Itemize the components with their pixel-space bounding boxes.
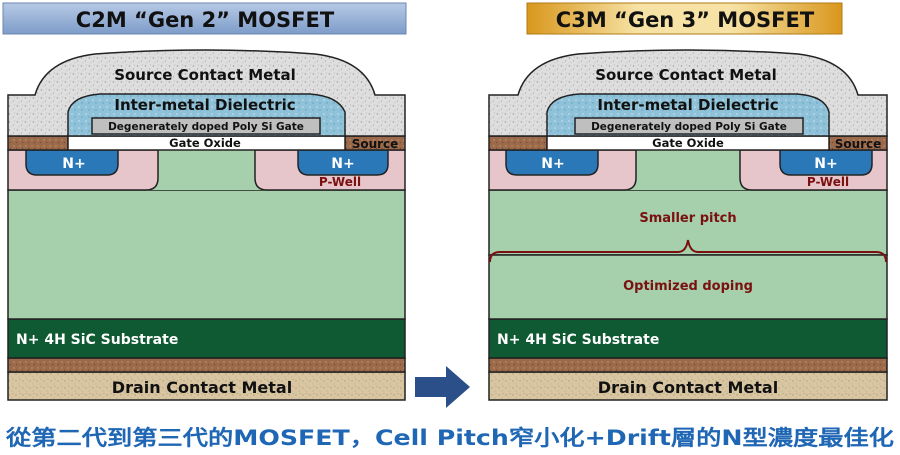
gen3-source-strip-left xyxy=(488,135,548,151)
smaller-pitch-brace xyxy=(489,239,887,263)
caption: 從第二代到第三代的MOSFET，Cell Pitch窄小化+Drift層的N型濃… xyxy=(5,426,894,450)
gen2-nplus-left xyxy=(25,149,119,176)
gen3-drift-optimized xyxy=(488,254,888,320)
gen2-source-strip-left xyxy=(7,135,69,151)
gen2-gate-oxide-label: Gate Oxide xyxy=(169,136,241,150)
gen2-pwell-label: P-Well xyxy=(319,175,361,189)
gen3-source-label: Source xyxy=(835,137,882,151)
gen3-pwell-label: P-Well xyxy=(807,175,849,189)
gen2-nplus-right xyxy=(297,149,389,176)
gen3-backside-layer xyxy=(488,357,888,373)
gen2-nplus-right-label: N+ xyxy=(331,156,354,172)
transition-arrow xyxy=(415,366,470,408)
gen3-poly-gate xyxy=(574,117,804,135)
gen2-source-metal-label: Source Contact Metal xyxy=(114,66,296,84)
gen3-substrate xyxy=(488,318,888,359)
gen3-nplus-left xyxy=(505,149,599,176)
gen2-drift-region xyxy=(7,189,406,320)
smaller-pitch-label: Smaller pitch xyxy=(639,211,736,226)
gen2-title: C2M “Gen 2” MOSFET xyxy=(76,8,335,32)
gen3-drain-label: Drain Contact Metal xyxy=(598,378,778,397)
gen3-title: C3M “Gen 3” MOSFET xyxy=(556,8,815,32)
gen3-gate-oxide-label: Gate Oxide xyxy=(652,136,724,150)
gen2-backside-layer xyxy=(7,357,406,373)
gen2-substrate-label: N+ 4H SiC Substrate xyxy=(16,332,178,348)
optimized-doping-label: Optimized doping xyxy=(623,279,753,294)
gen2-drain-label: Drain Contact Metal xyxy=(112,378,292,397)
gen2-source-label: Source xyxy=(352,137,399,151)
gen2-nplus-left-label: N+ xyxy=(62,156,85,172)
gen3-substrate-label: N+ 4H SiC Substrate xyxy=(497,332,659,348)
gen2-poly-gate xyxy=(91,117,321,135)
gen3-panel: C3M “Gen 3” MOSFET Drain Contact Metal N… xyxy=(488,2,888,401)
gen3-title-box xyxy=(526,2,843,35)
gen3-nplus-right xyxy=(779,149,873,176)
gen3-drain-contact-metal xyxy=(488,371,888,401)
gen2-ild-label: Inter-metal Dielectric xyxy=(114,96,295,114)
gen3-poly-gate-label: Degenerately doped Poly Si Gate xyxy=(591,121,787,133)
gen3-source-metal-label: Source Contact Metal xyxy=(595,66,777,84)
gen2-title-box xyxy=(2,2,407,35)
gen3-nplus-left-label: N+ xyxy=(541,156,564,172)
gen2-drain-contact-metal xyxy=(7,371,406,401)
gen2-panel: C2M “Gen 2” MOSFET Drain Contact Metal N… xyxy=(2,2,407,401)
gen2-poly-gate-label: Degenerately doped Poly Si Gate xyxy=(108,121,304,133)
gen3-ild-label: Inter-metal Dielectric xyxy=(597,96,778,114)
gen3-nplus-right-label: N+ xyxy=(814,156,837,172)
